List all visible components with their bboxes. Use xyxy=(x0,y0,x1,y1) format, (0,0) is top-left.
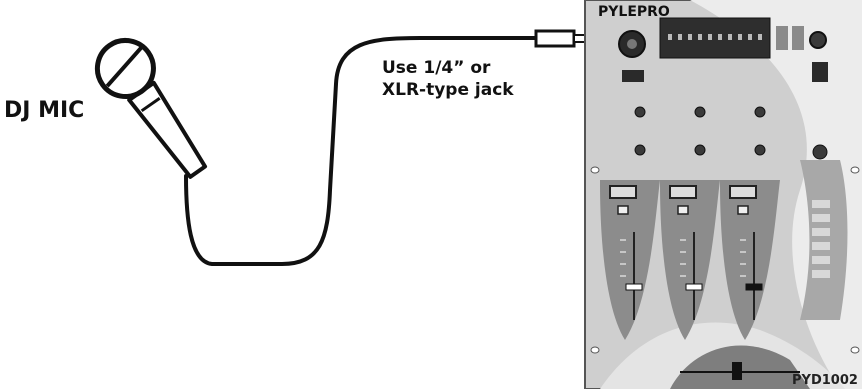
mic-cable xyxy=(184,36,538,266)
dj-mixer-panel: PYLEPRO PYD1002 xyxy=(584,0,862,389)
microphone-icon xyxy=(94,37,208,179)
mic-label: DJ MIC xyxy=(4,98,85,123)
knob-row xyxy=(634,106,766,156)
channel-strips xyxy=(600,180,780,340)
mixer-model: PYD1002 xyxy=(792,373,858,388)
jack-label-line2: XLR-type jack xyxy=(382,80,514,100)
switch xyxy=(622,70,644,82)
mixer-brand: PYLEPRO xyxy=(598,4,670,20)
display-window xyxy=(659,17,771,59)
jack-label-line1: Use 1/4” or xyxy=(382,58,491,78)
power-knob xyxy=(809,31,827,49)
